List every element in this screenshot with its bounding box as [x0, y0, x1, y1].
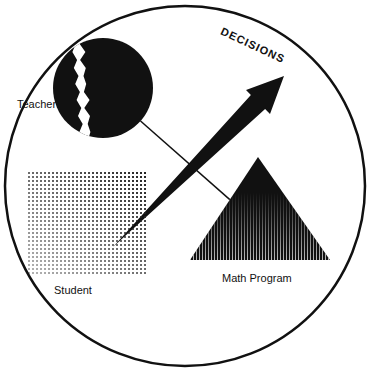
torn-stripe: [71, 36, 90, 140]
connector-line: [141, 121, 230, 200]
node-label: Student: [54, 284, 92, 297]
student-halftone: [28, 172, 148, 274]
teacher-node: Teacher: [15, 36, 155, 156]
outer-circle: [5, 6, 365, 366]
student-node: Student: [28, 172, 150, 299]
teacher-circle: [53, 38, 153, 138]
triangle-shading: [190, 155, 332, 262]
circle-shape: [51, 36, 155, 140]
label-wrap: DECISIONS: [0, 0, 70, 18]
triangle-shape: [190, 155, 332, 262]
node-label: Math Program: [222, 272, 292, 285]
node-label: Teacher: [17, 98, 56, 111]
halftone-shape: [28, 172, 148, 274]
program-node: Math Program: [190, 155, 335, 287]
